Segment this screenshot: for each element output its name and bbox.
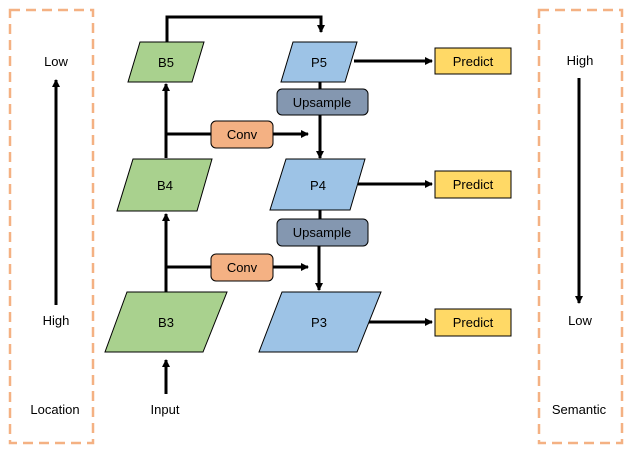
conv-2-box (210, 253, 274, 282)
predict-1-label: Predict (453, 54, 494, 69)
location-caption: Location (30, 402, 79, 417)
p3-node (258, 291, 382, 353)
predict-3-label: Predict (453, 315, 494, 330)
location-panel (8, 8, 95, 445)
b5-node (127, 41, 205, 83)
b5-to-p5-connector (165, 15, 325, 42)
location-high-label: High (43, 313, 70, 328)
semantic-high-label: High (567, 53, 594, 68)
p3-label: P3 (311, 315, 327, 330)
predict-2-label: Predict (453, 177, 494, 192)
predict-1-box (434, 47, 512, 75)
b4-label: B4 (157, 178, 173, 193)
upsample-1-box (276, 88, 369, 116)
conv-1-label: Conv (227, 127, 258, 142)
b3-label: B3 (158, 315, 174, 330)
upsample-2-box (276, 218, 369, 247)
b3-node (104, 291, 228, 353)
predict-3-box (434, 308, 512, 337)
conv-1-box (210, 120, 274, 149)
upsample-2-label: Upsample (293, 225, 352, 240)
location-low-label: Low (44, 54, 68, 69)
b5-label: B5 (158, 55, 174, 70)
semantic-caption: Semantic (552, 402, 607, 417)
p5-label: P5 (311, 55, 327, 70)
semantic-low-label: Low (568, 313, 592, 328)
conv-2-label: Conv (227, 260, 258, 275)
b4-node (116, 158, 213, 212)
p4-label: P4 (310, 178, 326, 193)
p4-node (269, 158, 366, 211)
p5-node (280, 41, 358, 83)
input-label: Input (151, 402, 180, 417)
upsample-1-label: Upsample (293, 95, 352, 110)
semantic-panel (537, 8, 624, 445)
predict-2-box (434, 170, 512, 199)
